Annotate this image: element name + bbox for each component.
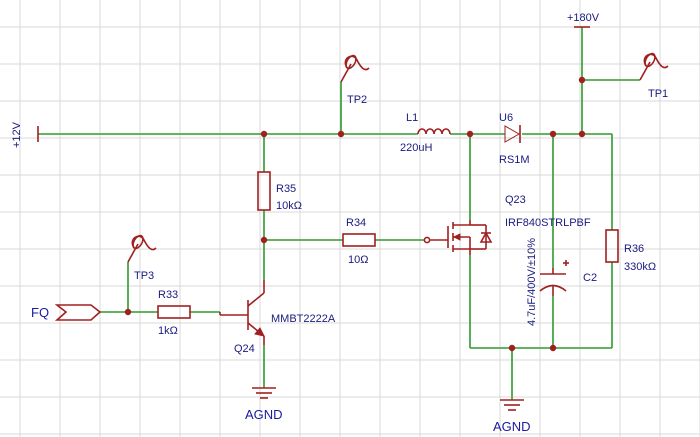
ground-right: AGND xyxy=(493,399,531,434)
c2-value: 4.7uF/400V/±10% xyxy=(526,238,538,326)
mosfet-q23: Q23 IRF840STRLPBF xyxy=(423,194,591,255)
junction-dot xyxy=(124,308,132,316)
ground-left: AGND xyxy=(245,387,283,422)
junction-dot xyxy=(260,236,268,244)
resistor-r35: R35 10kΩ xyxy=(257,171,302,212)
r36-value: 330kΩ xyxy=(624,261,656,273)
testpoint-tp1: TP1 xyxy=(639,52,669,100)
tp2-label: TP2 xyxy=(347,94,367,106)
q24-ref: Q24 xyxy=(234,343,255,355)
junctions xyxy=(124,76,586,352)
l1-ref: L1 xyxy=(406,112,418,124)
resistor-r34: R34 10Ω xyxy=(342,217,376,266)
tp3-label: TP3 xyxy=(134,270,154,282)
u6-value: RS1M xyxy=(499,154,530,166)
r33-ref: R33 xyxy=(158,289,178,301)
vhigh-port: +180V xyxy=(567,12,600,28)
wires xyxy=(38,27,640,400)
u6-ref: U6 xyxy=(499,112,513,124)
r35-value: 10kΩ xyxy=(276,200,302,212)
vhigh-label: +180V xyxy=(567,12,600,24)
r36-ref: R36 xyxy=(624,243,644,255)
junction-dot xyxy=(260,130,268,138)
fq-port: FQ xyxy=(31,304,102,321)
r34-value: 10Ω xyxy=(348,254,368,266)
c2-ref: C2 xyxy=(583,272,597,284)
r33-value: 1kΩ xyxy=(158,325,178,337)
testpoint-tp3: TP3 xyxy=(127,234,157,282)
r34-ref: R34 xyxy=(346,217,366,229)
fq-label: FQ xyxy=(31,305,49,320)
l1-value: 220uH xyxy=(400,142,432,154)
junction-dot xyxy=(549,130,557,138)
resistor-r33: R33 1kΩ xyxy=(157,289,191,337)
q23-ref: Q23 xyxy=(505,194,526,206)
junction-dot xyxy=(578,130,586,138)
testpoint-tp2: TP2 xyxy=(340,54,370,106)
junction-dot xyxy=(578,76,586,84)
r35-ref: R35 xyxy=(276,183,296,195)
junction-dot xyxy=(549,344,557,352)
capacitor-c2: C2 4.7uF/400V/±10% xyxy=(526,238,597,326)
junction-dot xyxy=(508,344,516,352)
bjt-q24: MMBT2222A Q24 xyxy=(219,280,336,355)
q23-value: IRF840STRLPBF xyxy=(505,217,591,229)
tp1-label: TP1 xyxy=(648,88,668,100)
q24-value: MMBT2222A xyxy=(271,313,336,325)
resistor-r36: R36 330kΩ xyxy=(605,229,656,273)
inductor-l1: L1 220uH xyxy=(400,112,451,154)
vin-label: +12V xyxy=(11,121,23,148)
vin-port: +12V xyxy=(11,121,39,148)
junction-dot xyxy=(337,130,345,138)
junction-dot xyxy=(466,130,474,138)
gnd-left-label: AGND xyxy=(245,407,283,422)
diode-u6: U6 RS1M xyxy=(499,112,530,166)
gnd-right-label: AGND xyxy=(493,419,531,434)
